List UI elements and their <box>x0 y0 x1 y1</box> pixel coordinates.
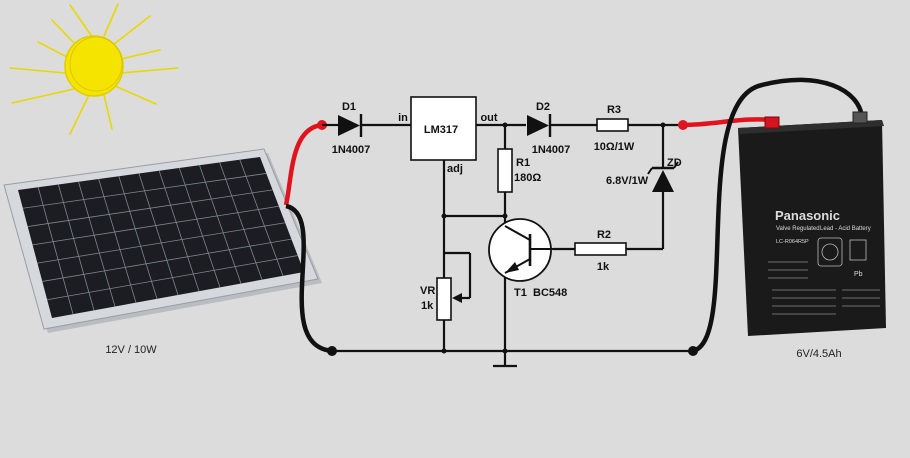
t1-ref: T1 <box>514 287 527 299</box>
battery-caption: 6V/4.5Ah <box>796 348 841 360</box>
r3-value: 10Ω/1W <box>594 141 635 153</box>
lm317-ref: LM317 <box>424 124 458 136</box>
positive-output-terminal <box>678 120 688 130</box>
lm317-pin-out: out <box>480 112 497 124</box>
negative-output-terminal <box>688 346 698 356</box>
battery-subtitle: Valve Regulated <box>776 226 820 232</box>
positive-wire-panel <box>283 122 323 206</box>
d1-value: 1N4007 <box>332 144 371 156</box>
battery-model: LC-R064R5P <box>776 239 809 245</box>
lm317-pin-in: in <box>398 112 408 124</box>
lm317-pin-adj: adj <box>447 163 463 175</box>
battery-icon: Panasonic Valve Regulated Lead - Acid Ba… <box>738 111 886 336</box>
negative-wire-panel <box>285 203 333 354</box>
t1-value: BC548 <box>533 287 567 299</box>
r2-ref: R2 <box>597 229 611 241</box>
battery-brand: Panasonic <box>775 208 840 223</box>
d1-ref: D1 <box>342 101 356 113</box>
transistor-t1 <box>488 218 553 282</box>
solar-panel-caption: 12V / 10W <box>105 344 157 356</box>
battery-type: Lead - Acid Battery <box>820 226 871 232</box>
r3-ref: R3 <box>607 104 621 116</box>
vr-ref: VR <box>420 285 435 297</box>
zd-ref: ZD <box>667 157 682 169</box>
sun-icon <box>9 3 179 135</box>
resistor-r2 <box>574 242 627 256</box>
diode-d1 <box>338 114 363 137</box>
solar-panel-icon <box>3 148 322 333</box>
battery-pb-label: Pb <box>854 271 863 278</box>
junction-dots <box>441 122 666 354</box>
diode-d2 <box>527 114 552 137</box>
d2-ref: D2 <box>536 101 550 113</box>
zener-diode-zd <box>647 161 679 192</box>
positive-wire-battery <box>682 117 772 128</box>
vr-wiper-arrow <box>452 293 462 303</box>
d2-value: 1N4007 <box>532 144 571 156</box>
lm317-regulator <box>410 96 477 161</box>
vr-value: 1k <box>421 300 434 312</box>
resistor-r1 <box>497 148 513 193</box>
r2-value: 1k <box>597 261 610 273</box>
zd-value: 6.8V/1W <box>606 175 649 187</box>
negative-wire-battery <box>692 77 865 354</box>
r1-value: 180Ω <box>514 172 541 184</box>
potentiometer-vr <box>436 277 452 321</box>
resistor-r3 <box>596 118 629 132</box>
r1-ref: R1 <box>516 157 530 169</box>
